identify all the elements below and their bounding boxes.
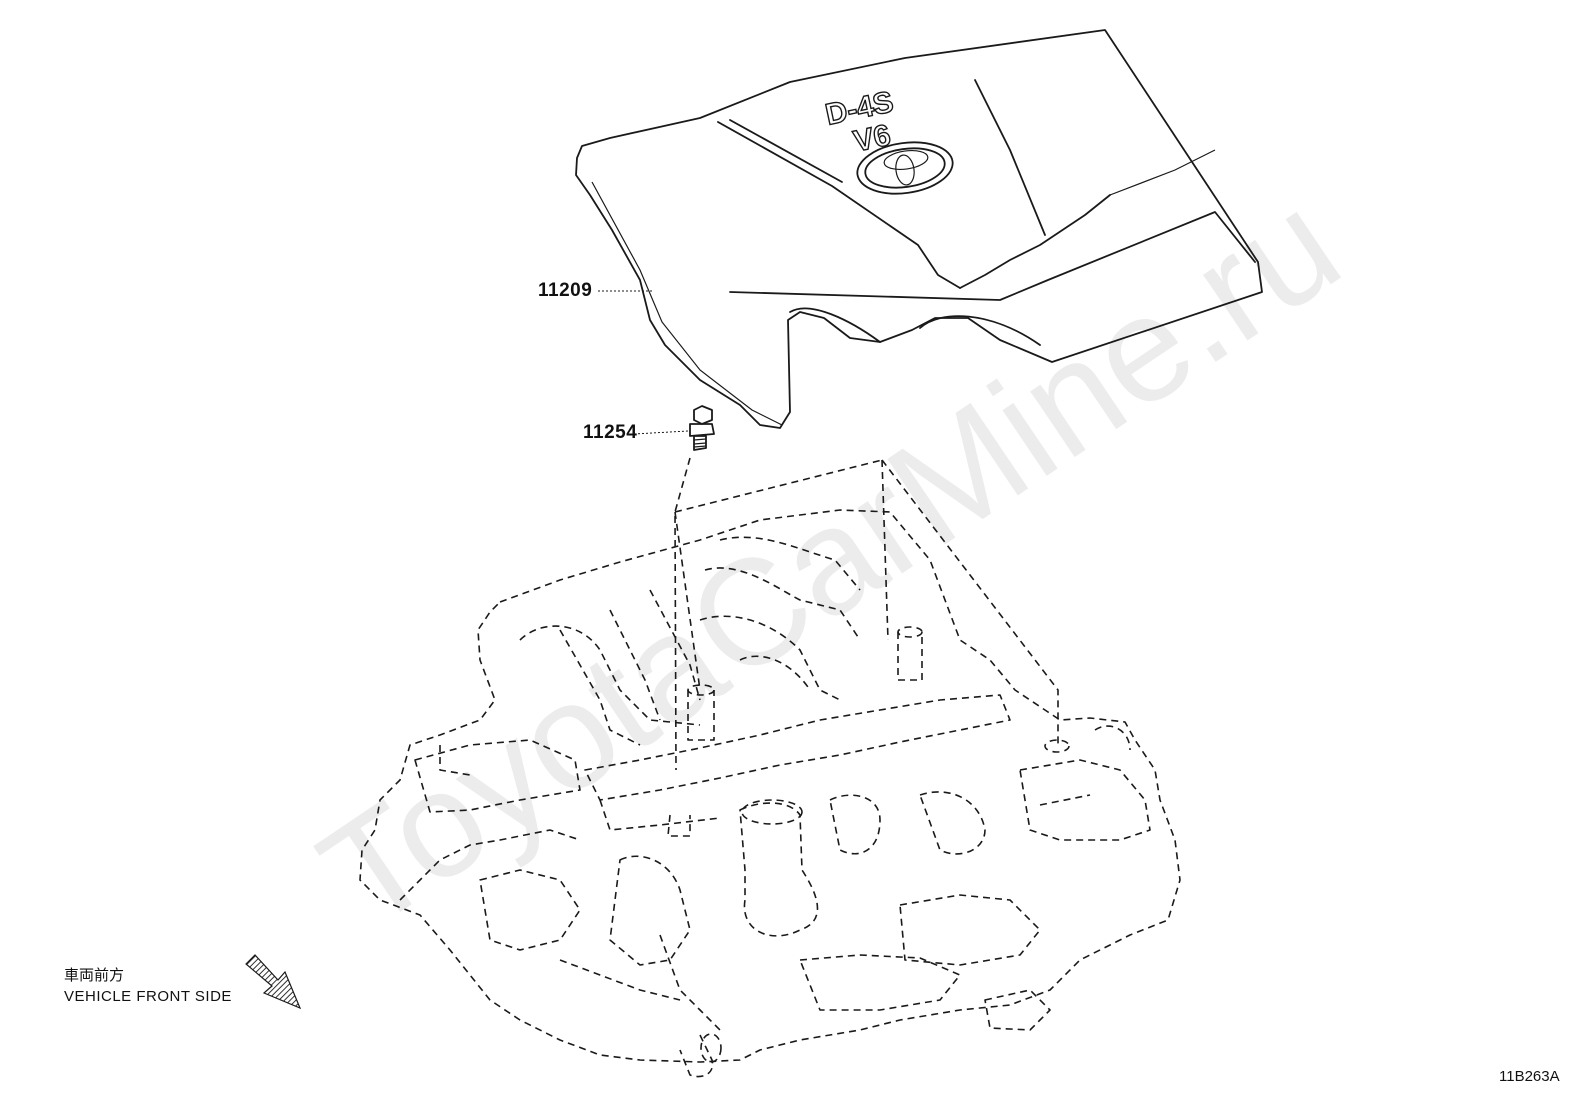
callout-cover-number: 11209 — [538, 280, 593, 301]
toyota-logo-icon — [856, 141, 954, 195]
engine-assembly — [359, 457, 1181, 1078]
callout-bolt-number: 11254 — [583, 422, 638, 443]
illustration-code: 11B263A — [1499, 1068, 1560, 1085]
leader-line-bolt — [633, 430, 689, 435]
front-direction-arrow-icon — [245, 954, 302, 1010]
engine-cover[interactable] — [575, 29, 1263, 429]
direction-label-jp: 車両前方 — [64, 967, 125, 984]
direction-label-en: VEHICLE FRONT SIDE — [64, 988, 232, 1005]
bolt[interactable] — [689, 405, 715, 451]
cover-emblem: D-4S V6 — [822, 85, 954, 195]
